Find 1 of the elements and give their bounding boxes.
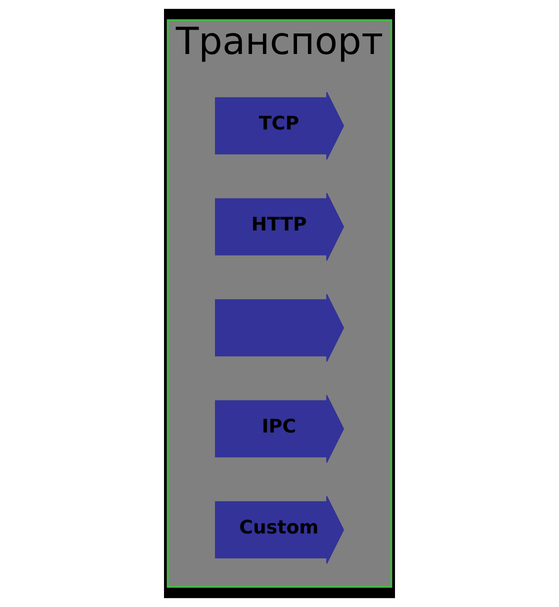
node-arrow — [214, 294, 344, 362]
